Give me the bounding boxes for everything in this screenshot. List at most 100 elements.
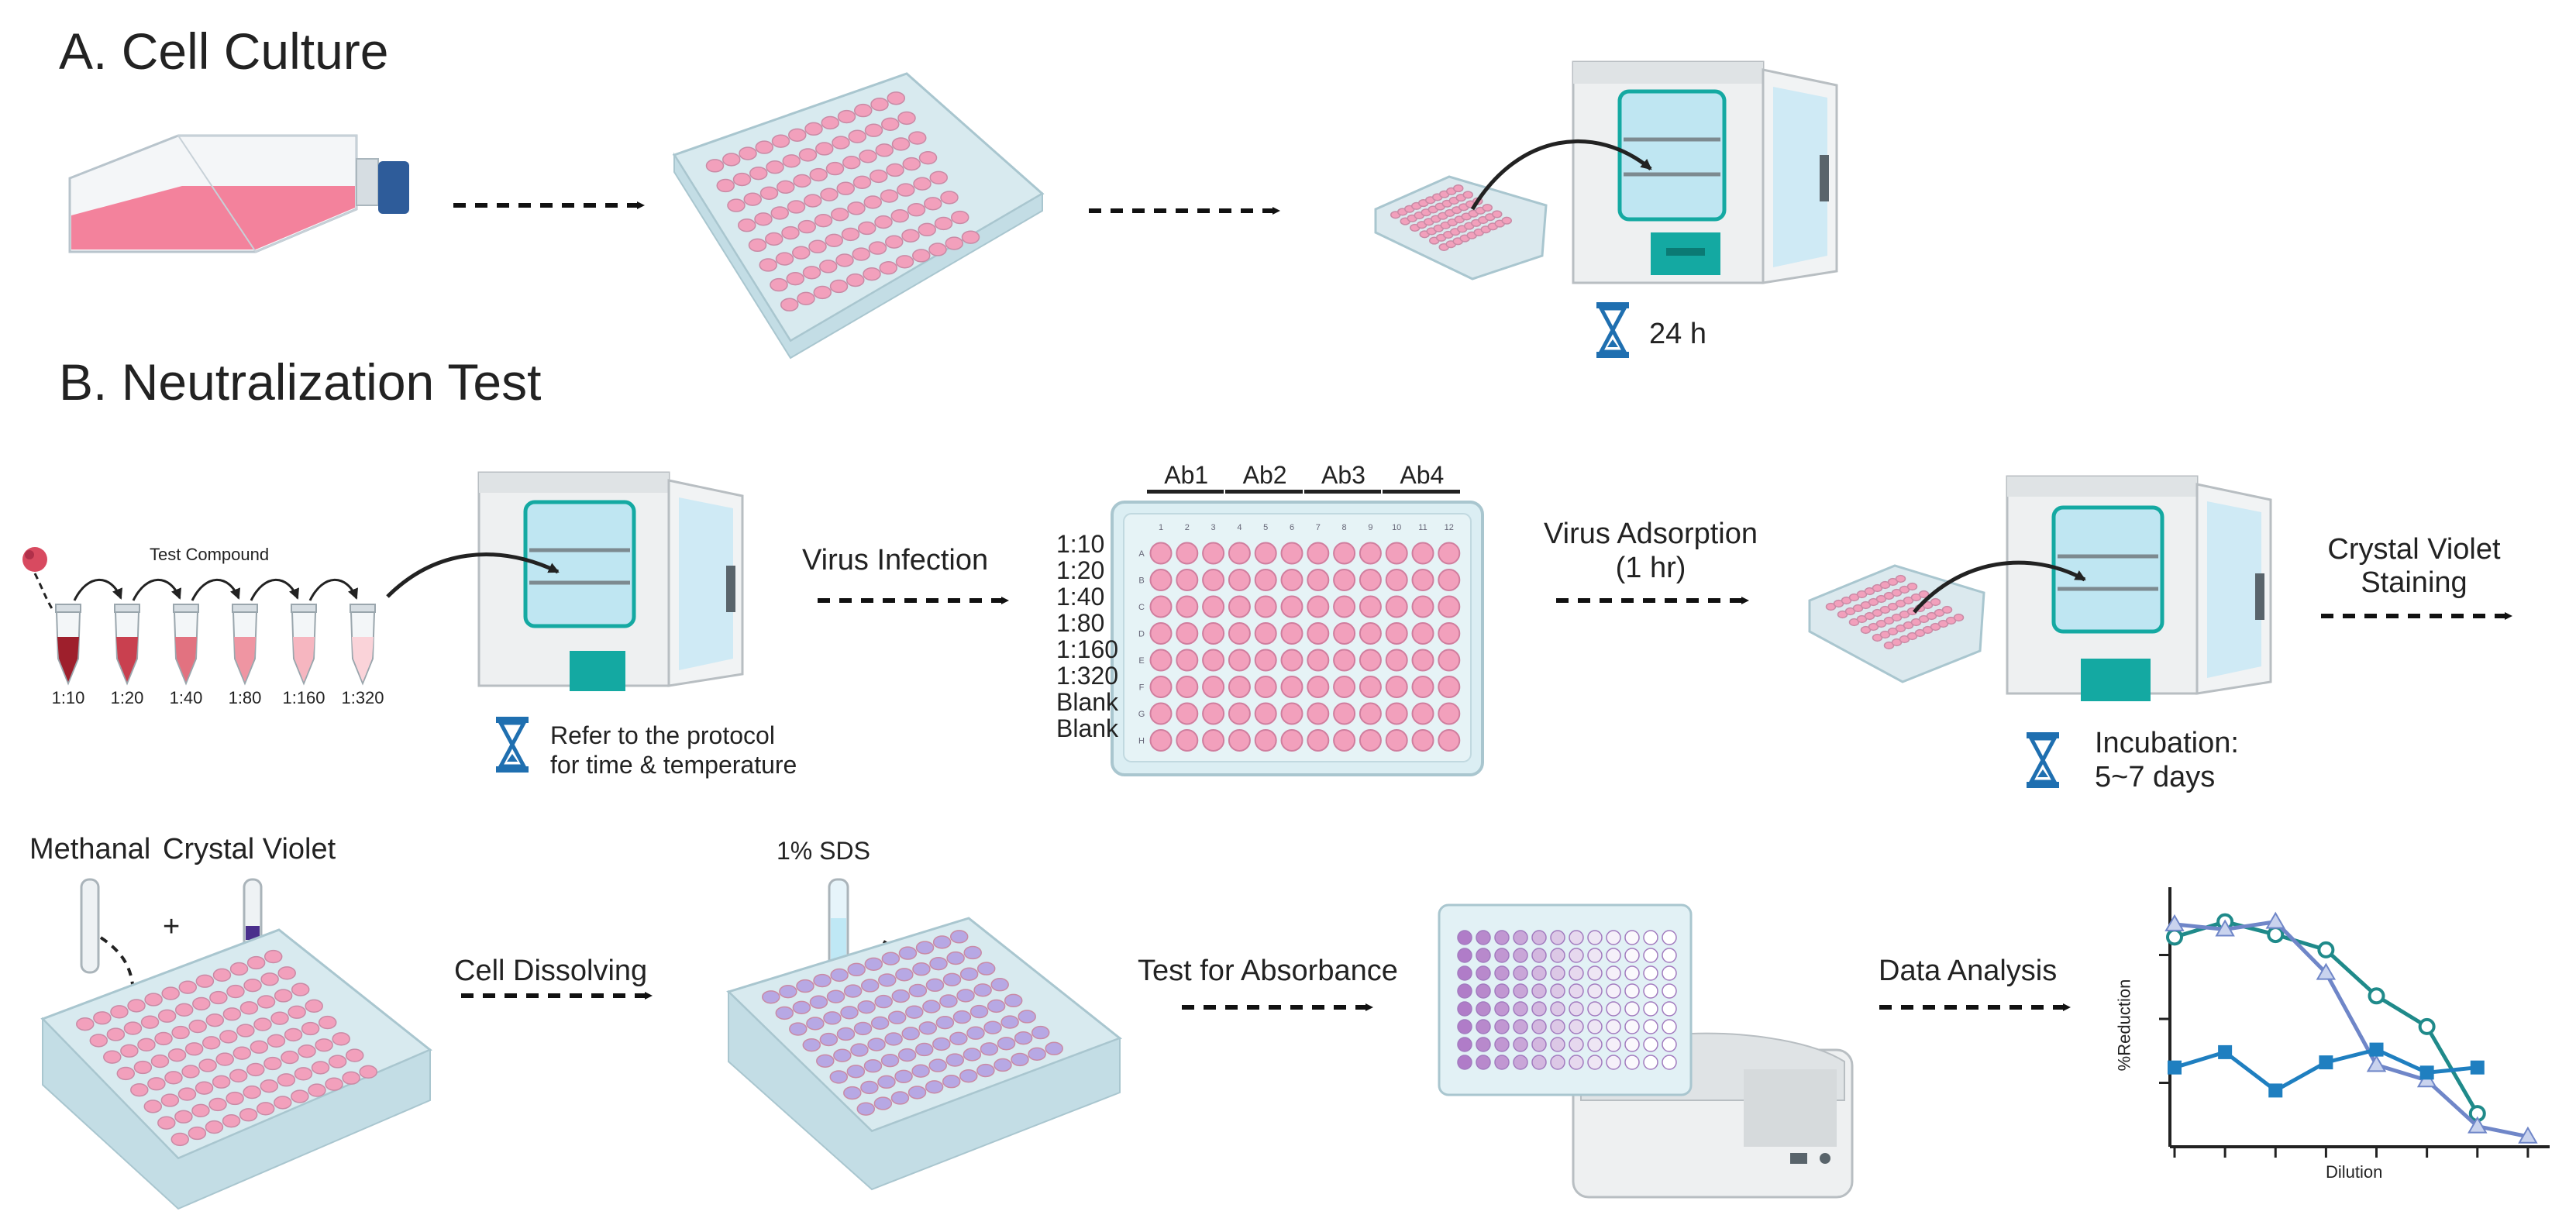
well <box>1333 569 1356 591</box>
well <box>1228 569 1251 591</box>
plate-col-number: 11 <box>1418 523 1427 532</box>
well <box>291 983 310 996</box>
well <box>1307 542 1330 565</box>
well <box>260 1079 279 1093</box>
well <box>1280 649 1303 672</box>
tube-cap <box>173 604 199 613</box>
well <box>852 175 872 189</box>
well <box>205 1120 224 1134</box>
row-dilution-label: 1:80 <box>1056 609 1105 637</box>
well <box>1941 605 1953 614</box>
well <box>877 1075 896 1089</box>
well <box>755 140 773 154</box>
virus-adsorption-line2: (1 hr) <box>1615 552 1686 584</box>
well <box>1569 983 1584 999</box>
tube-liquid <box>116 637 138 682</box>
well <box>913 177 932 191</box>
well <box>1359 676 1382 698</box>
well <box>870 98 889 112</box>
well <box>291 1089 309 1103</box>
well <box>1280 676 1303 698</box>
well <box>274 989 293 1003</box>
well <box>829 279 849 294</box>
well <box>934 216 953 231</box>
well <box>103 1050 122 1064</box>
well <box>928 1058 947 1072</box>
plate-row-letter: A <box>1138 549 1145 559</box>
well <box>980 1042 999 1056</box>
well <box>1643 1055 1658 1070</box>
well <box>1202 729 1225 752</box>
well <box>226 984 245 999</box>
well <box>860 1080 879 1095</box>
well <box>1359 729 1382 752</box>
well <box>1385 622 1408 645</box>
well <box>907 203 926 217</box>
well <box>841 227 860 242</box>
well <box>208 1097 227 1112</box>
well <box>1531 965 1547 981</box>
well <box>1411 569 1434 591</box>
antibody-group-bar <box>1303 490 1382 494</box>
well <box>1280 569 1303 591</box>
well <box>897 111 916 126</box>
well <box>130 1082 149 1097</box>
well <box>76 1017 95 1031</box>
well <box>1606 965 1621 981</box>
well <box>1202 569 1225 591</box>
well <box>1587 1001 1603 1017</box>
well <box>1501 216 1512 225</box>
well <box>318 1015 337 1030</box>
well <box>887 1010 907 1024</box>
well <box>332 1032 350 1046</box>
well <box>1531 983 1547 999</box>
sds-label: 1% SDS <box>777 837 870 865</box>
well <box>1411 676 1434 698</box>
well <box>195 1081 214 1095</box>
well <box>1494 930 1510 945</box>
well <box>1228 622 1251 645</box>
well <box>181 1065 200 1079</box>
tube-dilution-label: 1:80 <box>228 688 262 707</box>
small-plate-a <box>1374 175 1548 280</box>
well <box>833 1048 852 1062</box>
well <box>1333 702 1356 725</box>
tube-liquid <box>175 637 197 682</box>
well <box>918 222 936 237</box>
well <box>1587 965 1603 981</box>
well <box>1513 983 1528 999</box>
well <box>868 241 887 255</box>
well <box>229 962 249 976</box>
well <box>1228 676 1251 698</box>
well <box>1513 965 1528 981</box>
plate-row-letter: B <box>1138 576 1144 586</box>
well <box>174 1110 193 1124</box>
well <box>997 1037 1016 1051</box>
well <box>1494 1037 1510 1052</box>
well <box>797 291 815 305</box>
well <box>1149 595 1173 618</box>
well <box>1531 1037 1547 1052</box>
well <box>1662 1019 1677 1034</box>
well <box>952 1010 972 1024</box>
well <box>858 221 876 236</box>
tube-cap <box>114 604 140 613</box>
well <box>1202 542 1225 565</box>
well <box>1513 1019 1528 1034</box>
well <box>873 1096 893 1110</box>
well <box>177 1087 197 1101</box>
well <box>836 1027 856 1041</box>
well <box>1587 1055 1603 1070</box>
well <box>1930 597 1941 607</box>
section-a-title: A. Cell Culture <box>59 22 389 80</box>
well <box>765 232 783 246</box>
data-point <box>2319 1055 2333 1070</box>
data-point <box>2316 962 2337 980</box>
tube-cap <box>350 604 376 613</box>
well <box>1149 702 1173 725</box>
sample-arrow <box>33 573 56 613</box>
data-point <box>2468 1116 2488 1134</box>
well <box>879 261 897 275</box>
arrow-methanal-drop <box>99 936 135 993</box>
well <box>1411 595 1434 618</box>
